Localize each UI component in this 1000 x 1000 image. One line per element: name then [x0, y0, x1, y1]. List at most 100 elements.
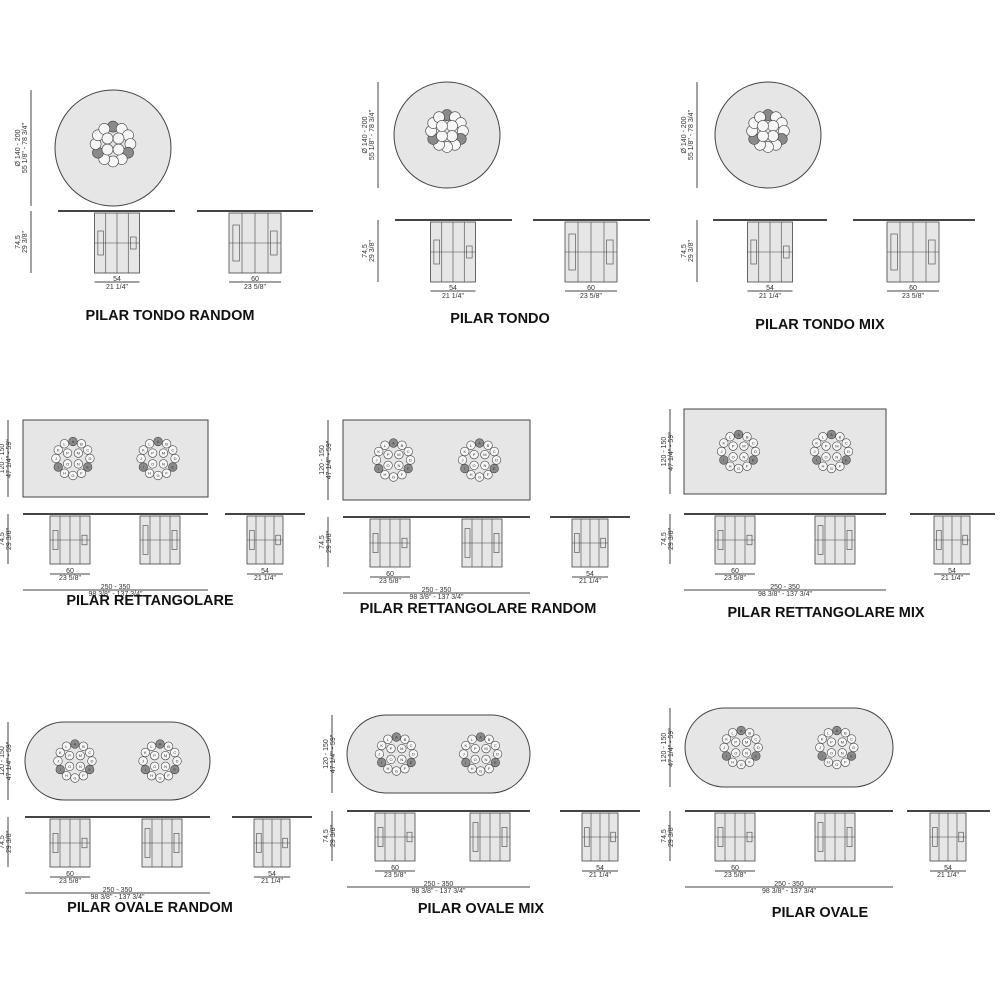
- hub-column: [840, 757, 850, 767]
- hub-column-label: N: [164, 764, 167, 769]
- pedestal-detail: [232, 224, 240, 262]
- hub-column-label: E: [845, 458, 848, 463]
- base-depth-in-label: 21 1/4": [937, 872, 959, 879]
- hub-column-label: L: [63, 441, 66, 446]
- hub-column: [61, 741, 72, 751]
- width-in-label: 47 1/4" - 59": [668, 432, 675, 471]
- hub-column-label: E: [407, 466, 410, 471]
- diameter-in-label: 55 1/8" - 78 3/4": [22, 122, 29, 173]
- height-in-label: 29 3/8": [6, 528, 13, 550]
- hub-column-label: K: [57, 448, 60, 453]
- hub-column-label: A: [740, 728, 743, 733]
- base-width-in-label: 23 5/8": [902, 293, 924, 300]
- hub-column-label: I: [143, 465, 144, 470]
- hub-column-label: O: [68, 764, 71, 769]
- pedestal-hub: [425, 109, 469, 153]
- hub-column: [144, 468, 155, 478]
- oval-table-top: [24, 721, 211, 801]
- pedestal-detail: [958, 831, 964, 843]
- hub-column: [75, 750, 85, 761]
- model-title: PILAR RETTANGOLARE: [66, 593, 234, 609]
- hub-column-label: E: [755, 754, 758, 759]
- hub-column: [849, 742, 859, 753]
- hub-column-label: F: [82, 773, 85, 778]
- hub-column: [491, 455, 502, 465]
- hub-column: [446, 130, 458, 142]
- hub-column-label: J: [819, 745, 821, 750]
- hub-column: [161, 439, 172, 449]
- pedestal-base: [814, 812, 856, 862]
- hub-column-label: H: [470, 472, 473, 477]
- length-cm-label: 250 - 350: [101, 584, 131, 591]
- hub-column: [144, 439, 155, 449]
- hub-column-label: P: [474, 746, 477, 751]
- base-width-cm-label: 60: [909, 285, 917, 292]
- height-in-label: 29 3/8": [330, 825, 337, 847]
- model-title: PILAR TONDO RANDOM: [86, 308, 255, 324]
- hub-column: [739, 441, 749, 451]
- hub-column-label: B: [165, 441, 168, 446]
- hub-column: [751, 734, 761, 744]
- hub-column-label: K: [722, 441, 725, 446]
- base-depth-in-label: 21 1/4": [579, 578, 601, 585]
- hub-column: [406, 740, 416, 751]
- hub-column: [818, 432, 828, 442]
- hub-column-label: M: [400, 746, 403, 751]
- hub-column-label: F: [165, 471, 168, 476]
- height-cm-label: 74,5: [0, 532, 6, 546]
- diameter-in-label: 55 1/8" - 78 3/4": [688, 109, 695, 160]
- pedestal-detail: [81, 534, 88, 546]
- hub-column: [846, 751, 857, 761]
- hub-column: [745, 757, 755, 767]
- hub-column-label: E: [173, 767, 176, 772]
- pedestal-detail: [401, 537, 408, 549]
- hub-column-label: G: [740, 762, 743, 767]
- hub-column: [377, 757, 387, 768]
- hub-column-label: D: [754, 449, 757, 454]
- pedestal-base: [571, 518, 609, 568]
- hub-column: [460, 463, 470, 474]
- hub-column: [826, 748, 837, 758]
- hub-column: [168, 445, 178, 455]
- hub-column: [436, 130, 448, 142]
- hub-column: [467, 734, 477, 744]
- hub-column: [470, 754, 480, 765]
- hub-column: [374, 463, 384, 474]
- hub-column: [728, 757, 738, 767]
- hub-column: [62, 459, 73, 469]
- hub-column: [397, 470, 407, 480]
- hub-column-label: F: [844, 760, 847, 765]
- hub-column-label: I: [822, 754, 823, 759]
- hub-column: [155, 739, 165, 749]
- hub-column: [55, 764, 65, 775]
- hub-column-label: C: [86, 448, 89, 453]
- hub-column: [817, 734, 827, 744]
- hub-column: [101, 132, 114, 145]
- pedestal-detail: [249, 530, 255, 550]
- pedestal-base: [461, 518, 503, 568]
- hub-column: [823, 728, 833, 738]
- hub-column-label: G: [392, 475, 395, 480]
- pedestal-base: [714, 515, 756, 565]
- hub-column-label: G: [479, 769, 482, 774]
- hub-column-label: K: [59, 750, 62, 755]
- hub-column-label: J: [721, 449, 723, 454]
- hub-column: [483, 470, 493, 480]
- hub-column: [812, 455, 822, 465]
- hub-column-label: M: [745, 740, 748, 745]
- pedestal-detail: [817, 525, 824, 555]
- hub-column-label: C: [407, 449, 410, 454]
- hub-column: [461, 740, 471, 751]
- hub-column: [841, 455, 851, 465]
- hub-column-label: I: [464, 466, 465, 471]
- hub-column: [843, 446, 854, 457]
- hub-column-label: G: [73, 776, 76, 781]
- hub-column-label: G: [158, 776, 161, 781]
- hub-column: [725, 432, 735, 442]
- hub-column-label: O: [732, 454, 735, 459]
- pedestal-detail: [144, 828, 151, 858]
- base-width-in-label: 21 1/4": [759, 293, 781, 300]
